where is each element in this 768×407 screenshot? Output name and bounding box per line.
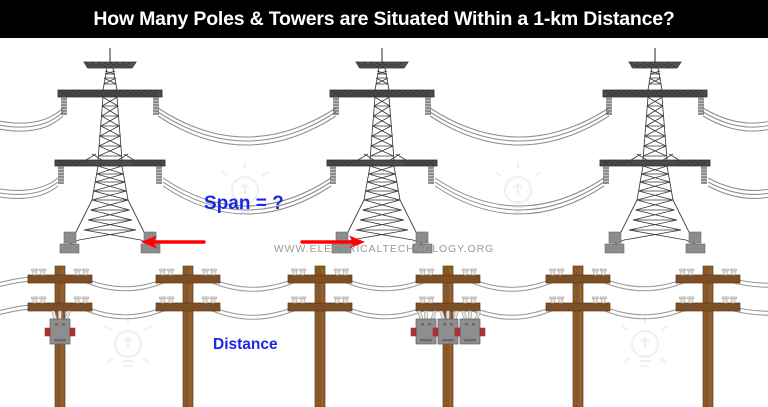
distribution-pole-layer [27, 265, 741, 407]
lattice-transmission-tower [599, 47, 711, 254]
transmission-tower-layer [54, 47, 711, 254]
wooden-distribution-pole [287, 265, 353, 407]
wooden-distribution-pole [675, 265, 741, 407]
bulb-watermark-layer-lower [104, 316, 669, 368]
transmission-line-scene [0, 38, 768, 260]
light-bulb-icon [494, 162, 542, 214]
light-bulb-icon [221, 162, 269, 214]
span-arrow-left-icon [141, 235, 206, 249]
span-arrow-right-icon [300, 235, 365, 249]
pole-transformer [432, 310, 464, 345]
transmission-conductors [0, 107, 768, 215]
bulb-watermark-layer [221, 162, 542, 214]
lattice-transmission-tower [326, 47, 438, 254]
wooden-distribution-pole [155, 265, 221, 407]
light-bulb-icon [104, 316, 152, 368]
watermark-url: WWW.ELECTRICALTECHNOLOGY.ORG [273, 243, 495, 255]
pole-transformer [410, 310, 442, 345]
lattice-transmission-tower [54, 47, 166, 254]
pole-transformer [454, 310, 486, 345]
pole-transformer [44, 310, 76, 345]
span-label: Span = ? [204, 193, 284, 214]
page-title: How Many Poles & Towers are Situated Wit… [93, 7, 675, 30]
wooden-distribution-pole [545, 265, 611, 407]
distance-label: Distance [213, 336, 278, 353]
distribution-line-scene [0, 262, 768, 407]
light-bulb-icon [621, 316, 669, 368]
title-banner: How Many Poles & Towers are Situated Wit… [0, 0, 768, 38]
